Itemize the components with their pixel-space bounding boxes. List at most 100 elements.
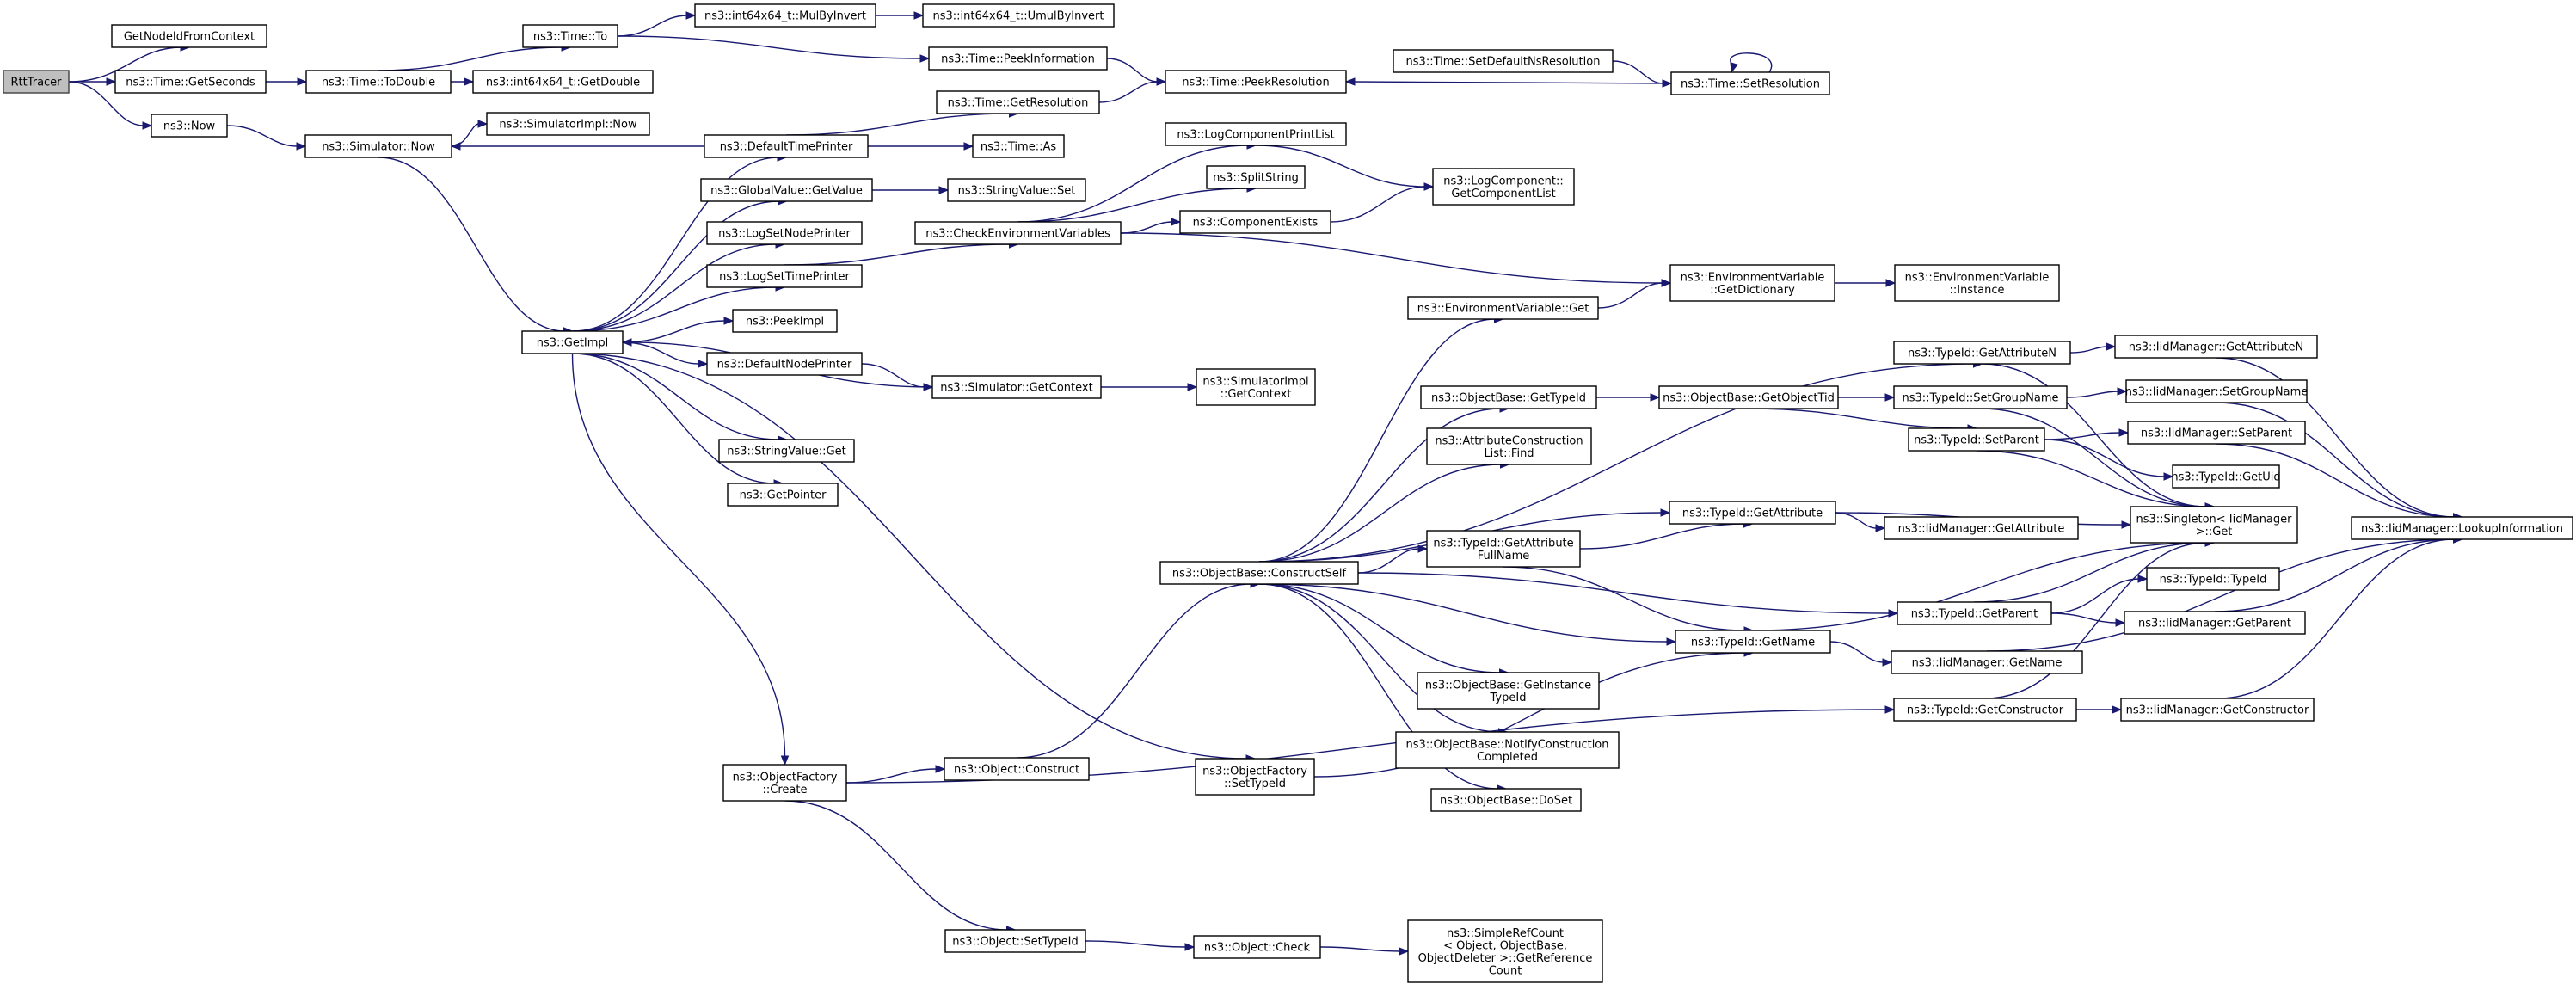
node-obconstruct[interactable]: ns3::ObjectBase::ConstructSelf	[1159, 561, 1359, 585]
edge-arrowhead	[1666, 637, 1677, 646]
edge-ofcreate-to-objsettypeid	[784, 800, 1017, 934]
node-gvgetvalue[interactable]: ns3::GlobalValue::GetValue	[700, 178, 873, 202]
edge-tidsetparent-to-iidsetparent	[2044, 428, 2130, 440]
node-mulbyinv[interactable]: ns3::int64x64_t::MulByInvert	[694, 3, 876, 28]
node-logsetnp[interactable]: ns3::LogSetNodePrinter	[706, 221, 863, 245]
node-box	[1669, 501, 1836, 525]
edge-arrowhead	[1423, 182, 1435, 191]
node-tidgetattr[interactable]: ns3::TypeId::GetAttribute	[1669, 501, 1836, 525]
node-label: ns3::IidManager::GetConstructor	[2126, 704, 2309, 717]
node-obnotify[interactable]: ns3::ObjectBase::NotifyConstructionCompl…	[1395, 731, 1620, 769]
node-timeas[interactable]: ns3::Time::As	[972, 134, 1065, 158]
node-todouble[interactable]: ns3::Time::ToDouble	[305, 70, 452, 94]
node-svget[interactable]: ns3::StringValue::Get	[718, 439, 855, 463]
node-obdoset[interactable]: ns3::ObjectBase::DoSet	[1430, 788, 1582, 812]
node-simnow[interactable]: ns3::Simulator::Now	[304, 134, 452, 158]
node-svset[interactable]: ns3::StringValue::Set	[947, 178, 1086, 202]
node-iidsetgroup[interactable]: ns3::IidManager::SetGroupName	[2125, 379, 2309, 403]
node-obgetobjtid[interactable]: ns3::ObjectBase::GetObjectTid	[1658, 385, 1839, 409]
edge-setres-to-peekres	[1344, 77, 1672, 86]
node-now[interactable]: ns3::Now	[151, 114, 228, 138]
node-obgettypeid[interactable]: ns3::ObjectBase::GetTypeId	[1420, 385, 1597, 409]
node-box	[972, 134, 1065, 158]
node-envinstance[interactable]: ns3::EnvironmentVariable::Instance	[1894, 264, 2060, 302]
node-ofsettypeid[interactable]: ns3::ObjectFactory::SetTypeId	[1195, 758, 1315, 796]
node-simimplgetctx[interactable]: ns3::SimulatorImpl::GetContext	[1196, 368, 1316, 406]
edge-line	[2044, 432, 2121, 440]
node-getsec[interactable]: ns3::Time::GetSeconds	[114, 70, 267, 94]
node-peekimpl[interactable]: ns3::PeekImpl	[732, 309, 838, 333]
node-compexists[interactable]: ns3::ComponentExists	[1179, 210, 1331, 234]
node-iidsetparent[interactable]: ns3::IidManager::SetParent	[2127, 421, 2306, 445]
node-box	[1195, 758, 1315, 796]
edge-line	[68, 46, 182, 83]
edge-line	[1597, 282, 1663, 309]
node-timeto[interactable]: ns3::Time::To	[522, 24, 618, 48]
node-tidgetname[interactable]: ns3::TypeId::GetName	[1675, 630, 1831, 654]
node-i64getdouble[interactable]: ns3::int64x64_t::GetDouble	[472, 70, 654, 94]
node-box	[486, 112, 650, 136]
node-simimplnow[interactable]: ns3::SimulatorImpl::Now	[486, 112, 650, 136]
node-logsettp[interactable]: ns3::LogSetTimePrinter	[706, 264, 863, 288]
node-rtt[interactable]: RttTracer	[3, 70, 70, 94]
edge-obconstruct-to-tidgetattrn	[1258, 360, 1983, 563]
node-box	[947, 178, 1086, 202]
node-setres[interactable]: ns3::Time::SetResolution	[1670, 71, 1830, 95]
edge-getimpl-to-ofcreate	[571, 353, 790, 766]
node-tidtypeid[interactable]: ns3::TypeId::TypeId	[2146, 567, 2280, 591]
node-getimpl[interactable]: ns3::GetImpl	[521, 330, 624, 354]
node-iidgetattr[interactable]: ns3::IidManager::GetAttribute	[1884, 516, 2079, 540]
node-tidgetctor[interactable]: ns3::TypeId::GetConstructor	[1893, 698, 2077, 722]
edge-line	[2044, 439, 2166, 477]
node-tidsetgroup[interactable]: ns3::TypeId::SetGroupName	[1893, 385, 2068, 409]
node-umulbyinv[interactable]: ns3::int64x64_t::UmulByInvert	[922, 3, 1115, 28]
node-defnp[interactable]: ns3::DefaultNodePrinter	[706, 352, 863, 376]
edge-arrowhead	[106, 77, 117, 86]
node-objcheck[interactable]: ns3::Object::Check	[1193, 935, 1321, 959]
node-getnode[interactable]: GetNodeIdFromContext	[111, 24, 267, 48]
node-iidgetctor[interactable]: ns3::IidManager::GetConstructor	[2120, 698, 2315, 722]
node-tidgetattrn[interactable]: ns3::TypeId::GetAttributeN	[1893, 341, 2071, 365]
node-ofcreate[interactable]: ns3::ObjectFactory::Create	[722, 764, 847, 802]
node-envgetdict[interactable]: ns3::EnvironmentVariable::GetDictionary	[1669, 264, 1835, 302]
node-iidlookup[interactable]: ns3::IidManager::LookupInformation	[2351, 516, 2573, 540]
node-box	[2124, 611, 2306, 635]
node-tidgetparent[interactable]: ns3::TypeId::GetParent	[1897, 601, 2052, 625]
node-objsettypeid[interactable]: ns3::Object::SetTypeId	[944, 929, 1086, 953]
edge-line	[1579, 523, 1745, 550]
node-label: ns3::LogComponentPrintList	[1177, 129, 1334, 142]
edge-line	[2069, 346, 2108, 354]
node-simplerefcount[interactable]: ns3::SimpleRefCount< Object, ObjectBase,…	[1407, 919, 1603, 983]
node-iidgetname[interactable]: ns3::IidManager::GetName	[1891, 650, 2083, 674]
edge-line	[571, 353, 786, 758]
node-lcgetlist[interactable]: ns3::LogComponent::GetComponentList	[1432, 168, 1575, 206]
node-splitstring[interactable]: ns3::SplitString	[1206, 165, 1306, 189]
node-box	[944, 929, 1086, 953]
node-label: ns3::TypeId::SetParent	[1914, 434, 2039, 447]
node-objconstruct[interactable]: ns3::Object::Construct	[944, 757, 1090, 781]
node-iidgetparent[interactable]: ns3::IidManager::GetParent	[2124, 611, 2306, 635]
node-label: ns3::int64x64_t::UmulByInvert	[933, 10, 1104, 23]
node-lcprintlist[interactable]: ns3::LogComponentPrintList	[1165, 122, 1347, 146]
node-envget[interactable]: ns3::EnvironmentVariable::Get	[1407, 296, 1599, 320]
node-getpointer[interactable]: ns3::GetPointer	[727, 483, 839, 507]
node-singleton[interactable]: ns3::Singleton< IidManager >::Get	[2130, 506, 2298, 544]
edge-envget-to-envgetdict	[1597, 279, 1672, 309]
edge-tidgetattr-to-iidgetattr	[1835, 512, 1886, 532]
node-tidgetuid[interactable]: ns3::TypeId::GetUid	[2171, 464, 2281, 489]
node-getres[interactable]: ns3::Time::GetResolution	[936, 90, 1100, 114]
node-tidsetparent[interactable]: ns3::TypeId::SetParent	[1908, 427, 2045, 452]
node-checkenv[interactable]: ns3::CheckEnvironmentVariables	[914, 221, 1122, 245]
node-deftp[interactable]: ns3::DefaultTimePrinter	[704, 134, 869, 158]
edge-line	[785, 113, 1011, 136]
node-peekres[interactable]: ns3::Time::PeekResolution	[1165, 70, 1347, 94]
node-setdefns[interactable]: ns3::Time::SetDefaultNsResolution	[1393, 49, 1614, 73]
node-box	[1891, 650, 2083, 674]
edge-arrowhead	[1184, 943, 1196, 951]
node-simgetctx[interactable]: ns3::Simulator::GetContext	[931, 375, 1102, 399]
node-peekinfo[interactable]: ns3::Time::PeekInformation	[928, 46, 1108, 71]
node-iidgetattrn[interactable]: ns3::IidManager::GetAttributeN	[2114, 335, 2318, 359]
